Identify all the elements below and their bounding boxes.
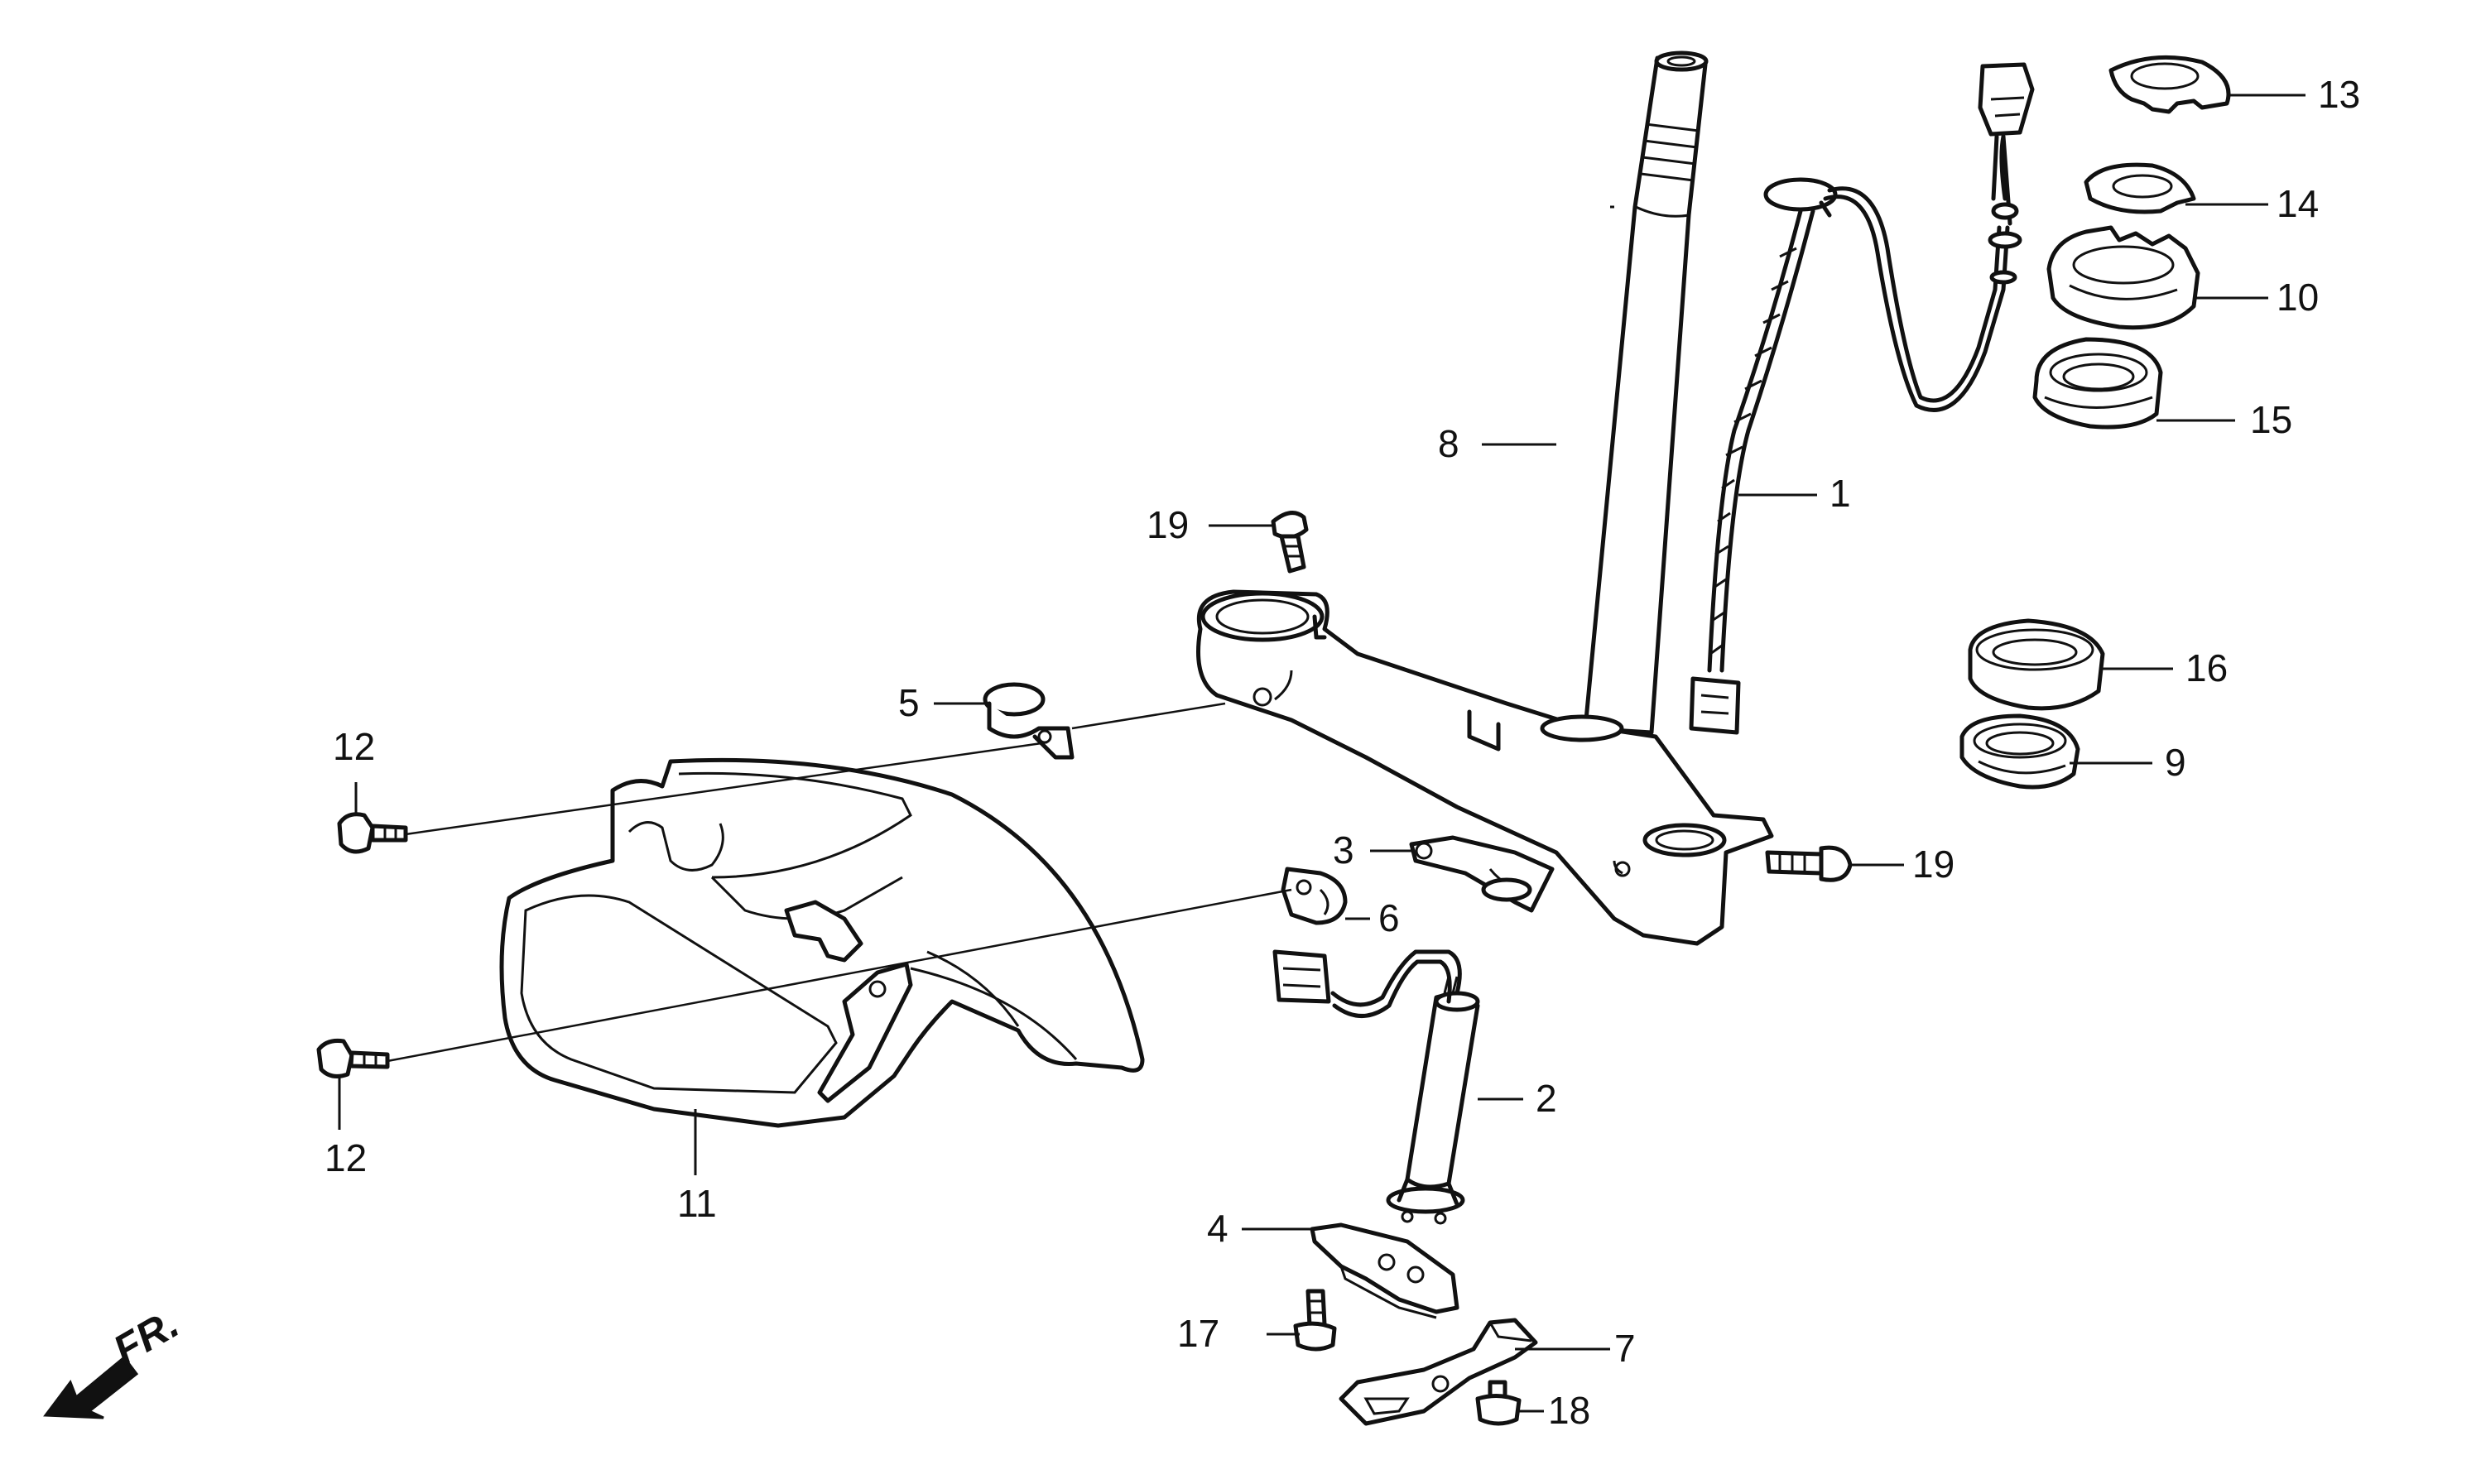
- part-bearing-race: [1968, 618, 2105, 711]
- part-cover: [499, 757, 1145, 1128]
- callout-13: 13: [2318, 73, 2360, 116]
- callout-4: 4: [1207, 1207, 1228, 1250]
- callouts: 1 2 3 4 5 6 7 8 9 10 11 12 12 13 14 15 1…: [325, 73, 2360, 1432]
- part-bolt-17: [1293, 1289, 1337, 1352]
- part-bracket-7: [1339, 1318, 1538, 1426]
- callout-6: 6: [1378, 896, 1400, 939]
- callout-15: 15: [2250, 398, 2292, 441]
- part-bolt-18: [1475, 1380, 1522, 1426]
- callout-19-side: 19: [1912, 843, 1955, 886]
- callout-17: 17: [1177, 1312, 1219, 1355]
- part-adjusting-nut: [2046, 225, 2200, 330]
- part-steering-stem: [1583, 50, 1709, 735]
- front-direction-indicator: FR.: [43, 1300, 186, 1419]
- part-bracket-3: [1409, 835, 1555, 913]
- part-bearing: [1959, 713, 2080, 790]
- part-bottom-bridge: [1196, 589, 1774, 946]
- assembly-lines: [387, 702, 1292, 1063]
- part-sensor: [1272, 949, 1480, 1225]
- callout-7: 7: [1614, 1327, 1636, 1370]
- leader-lines: [338, 94, 2306, 1413]
- part-lock-washer: [2084, 162, 2196, 214]
- part-plate-4: [1310, 1222, 1459, 1319]
- callout-18: 18: [1548, 1389, 1590, 1432]
- part-clamp-lower: [1281, 867, 1348, 925]
- part-clamp-upper: [983, 682, 1075, 760]
- callout-5: 5: [898, 681, 920, 724]
- part-bolt-12-lower: [316, 1039, 390, 1078]
- callout-8: 8: [1438, 422, 1459, 465]
- callout-12-upper: 12: [333, 725, 375, 768]
- callout-16: 16: [2185, 646, 2228, 689]
- callout-14: 14: [2277, 182, 2319, 225]
- part-bolt-12-upper: [337, 812, 408, 854]
- callout-1: 1: [1829, 472, 1851, 515]
- callout-11: 11: [677, 1182, 717, 1225]
- callout-2: 2: [1536, 1077, 1557, 1120]
- callout-9: 9: [2165, 741, 2186, 784]
- part-bolt-side: [1765, 845, 1853, 882]
- front-arrow-icon: [43, 1355, 139, 1419]
- callout-12-lower: 12: [325, 1136, 367, 1179]
- part-dust-seal: [2032, 337, 2163, 430]
- part-bolt-upper: [1271, 511, 1309, 574]
- callout-19-upper: 19: [1147, 503, 1189, 546]
- part-harness: [1689, 62, 2035, 735]
- part-lock-nut: [2108, 55, 2231, 114]
- callout-10: 10: [2277, 276, 2319, 319]
- callout-3: 3: [1333, 828, 1354, 872]
